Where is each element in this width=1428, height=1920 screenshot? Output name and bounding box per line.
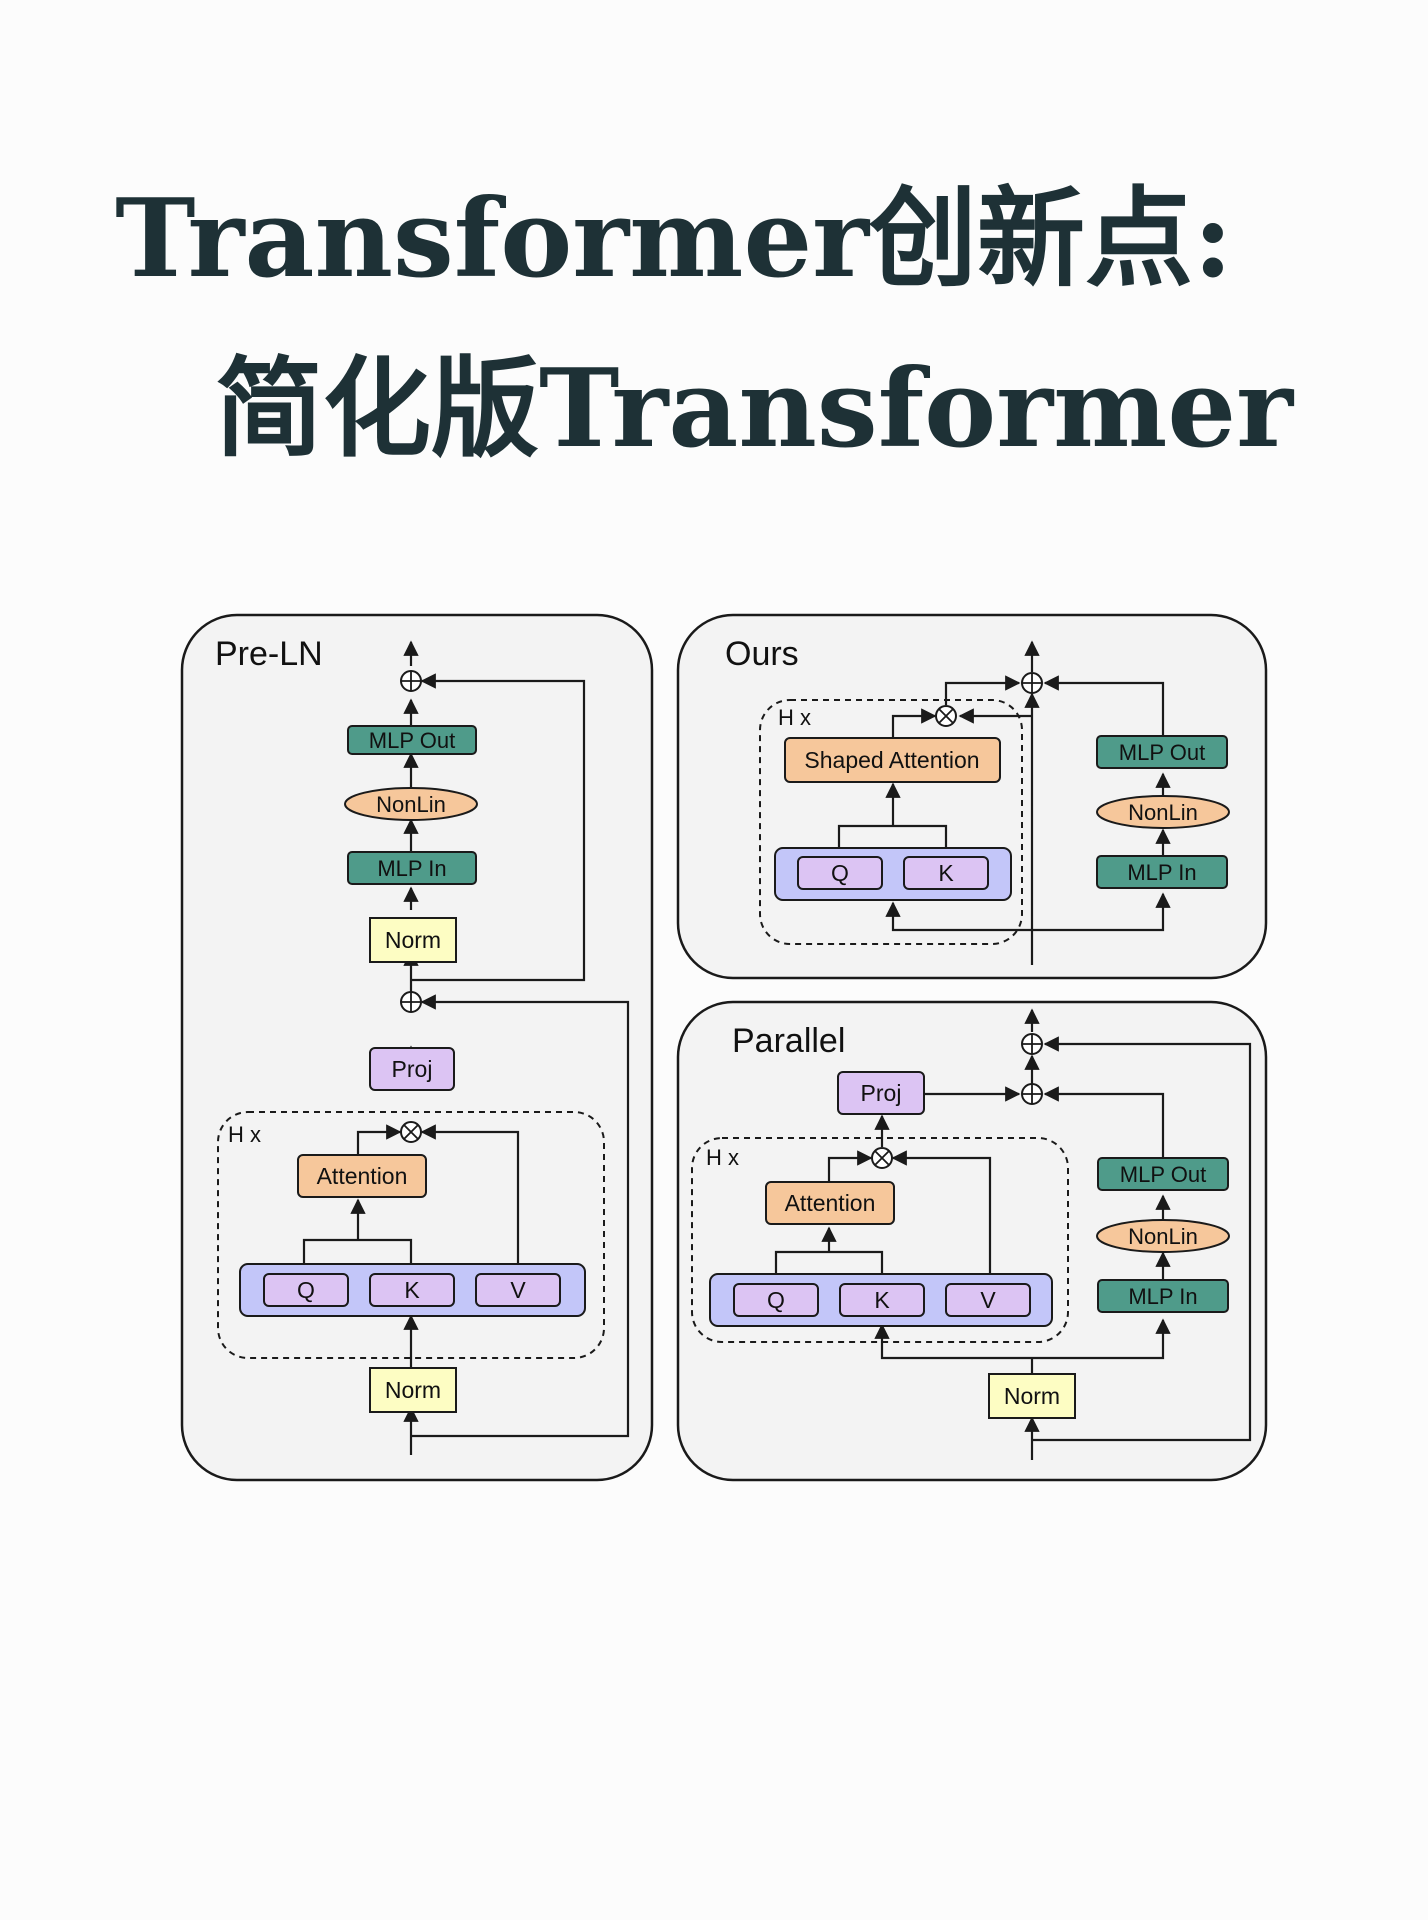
preln-k-box	[369, 1273, 455, 1307]
panel-ours-title: Ours	[725, 635, 799, 673]
preln-attention-label: Attention	[317, 1163, 408, 1189]
panel-parallel: Parallel	[676, 1000, 1268, 1482]
parallel-mlp-out-box	[1097, 1157, 1229, 1191]
preln-mlp-out-label: MLP Out	[369, 728, 455, 753]
preln-q-box	[263, 1273, 349, 1307]
ours-multiply	[935, 705, 957, 727]
preln-add-top	[400, 670, 422, 692]
preln-k-label: K	[404, 1277, 420, 1303]
parallel-mlp-in-label: MLP In	[1128, 1284, 1197, 1309]
parallel-attention-box	[765, 1181, 895, 1225]
preln-q-label: Q	[297, 1277, 315, 1303]
preln-norm-bottom-box	[369, 1367, 457, 1413]
parallel-k-label: K	[874, 1287, 890, 1313]
ours-add	[1021, 672, 1043, 694]
parallel-heads-label: H x	[706, 1145, 739, 1170]
parallel-q-box	[733, 1283, 819, 1317]
preln-mlp-in-box	[347, 851, 477, 885]
ours-mlp-out-label: MLP Out	[1119, 740, 1205, 765]
parallel-norm-box	[988, 1373, 1076, 1419]
ours-heads-label: H x	[778, 705, 811, 730]
preln-v-box	[475, 1273, 561, 1307]
ours-shaped-attention-label: Shaped Attention	[804, 747, 979, 773]
preln-add-mid	[400, 991, 422, 1013]
preln-heads-label: H x	[228, 1122, 261, 1147]
preln-norm-top-label: Norm	[385, 927, 441, 953]
preln-mlp-in-label: MLP In	[377, 856, 446, 881]
preln-multiply	[400, 1121, 422, 1143]
parallel-mlp-in-box	[1097, 1279, 1229, 1313]
ours-nonlin-ellipse	[1096, 795, 1230, 829]
parallel-q-label: Q	[767, 1287, 785, 1313]
ours-q-label: Q	[831, 860, 849, 886]
panel-parallel-title: Parallel	[732, 1022, 845, 1060]
parallel-k-box	[839, 1283, 925, 1317]
ours-shaped-attention-box	[784, 737, 1001, 783]
ours-q-box	[797, 856, 883, 890]
ours-mlp-in-box	[1096, 855, 1228, 889]
preln-proj-label: Proj	[392, 1056, 433, 1082]
parallel-v-label: V	[980, 1287, 996, 1313]
preln-attention-box	[297, 1154, 427, 1198]
panel-preln: Pre-LN	[180, 613, 654, 1482]
parallel-attention-label: Attention	[785, 1190, 876, 1216]
parallel-proj-box	[837, 1071, 925, 1115]
preln-proj-box	[369, 1047, 455, 1091]
page-title-line-1: Transformer创新点:	[115, 176, 1233, 302]
parallel-mlp-out-label: MLP Out	[1120, 1162, 1206, 1187]
parallel-nonlin-ellipse	[1096, 1219, 1230, 1253]
page-title-line-2: 简化版Transformer	[215, 346, 1293, 472]
parallel-nonlin-label: NonLin	[1128, 1224, 1198, 1249]
ours-heads-box	[759, 699, 1023, 945]
parallel-proj-label: Proj	[861, 1080, 902, 1106]
ours-k-box	[903, 856, 989, 890]
preln-nonlin-ellipse	[344, 787, 478, 821]
parallel-multiply	[871, 1147, 893, 1169]
ours-nonlin-label: NonLin	[1128, 800, 1198, 825]
preln-nonlin-label: NonLin	[376, 792, 446, 817]
parallel-norm-label: Norm	[1004, 1383, 1060, 1409]
panel-preln-title: Pre-LN	[215, 635, 323, 673]
parallel-add-mid	[1021, 1083, 1043, 1105]
parallel-heads-box	[691, 1137, 1069, 1343]
parallel-add-top	[1021, 1033, 1043, 1055]
panel-ours: Ours H x	[676, 613, 1268, 980]
preln-norm-top-box	[369, 917, 457, 963]
parallel-v-box	[945, 1283, 1031, 1317]
preln-v-label: V	[510, 1277, 526, 1303]
ours-mlp-out-box	[1096, 735, 1228, 769]
preln-heads-box	[217, 1111, 605, 1359]
ours-k-label: K	[938, 860, 954, 886]
ours-mlp-in-label: MLP In	[1127, 860, 1196, 885]
panel-parallel-frame	[676, 1000, 1268, 1482]
preln-norm-bottom-label: Norm	[385, 1377, 441, 1403]
preln-mlp-out-box	[347, 725, 477, 755]
